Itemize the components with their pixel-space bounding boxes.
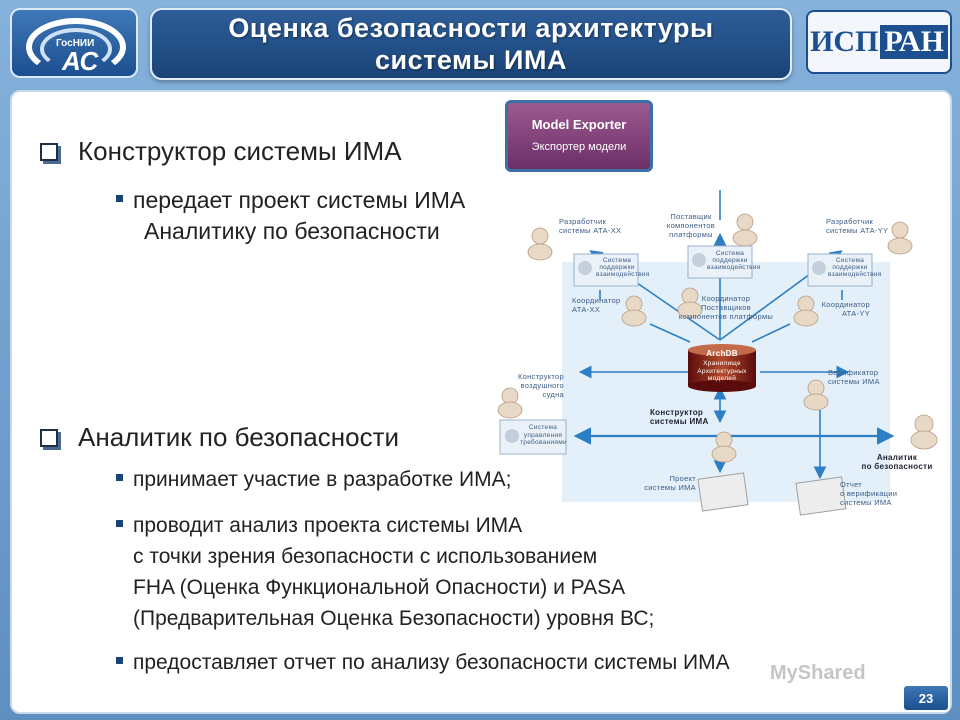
logo-ring (26, 18, 126, 76)
bullet-text: Аналитик по безопасности (78, 422, 400, 452)
square-bullet-icon (116, 195, 123, 203)
square-bullet-icon (116, 656, 123, 664)
sub-bullet-text: принимает участие в разработке ИМА; (133, 468, 512, 491)
sub-bullet-participates: принимает участие в разработке ИМА; (116, 464, 511, 495)
sub-bullet-analysis: проводит анализ проекта системы ИМА с то… (116, 510, 654, 634)
sub-bullet-line-2: Аналитику по безопасности (144, 218, 440, 244)
model-exporter-box: Model Exporter Экспортер модели (505, 100, 653, 172)
bullet-safety-analyst: Аналитик по безопасности (40, 422, 399, 453)
watermark: MyShared (770, 662, 866, 684)
logo-ring-inner (40, 28, 112, 70)
logo-right-text-b: РАН (880, 25, 948, 59)
sub-bullet-line-2: с точки зрения безопасности с использова… (133, 545, 598, 568)
model-exporter-subtitle: Экспортер модели (531, 141, 627, 153)
gosniias-logo: ГосНИИ АС (10, 8, 138, 78)
sub-bullet-transfer: передает проект системы ИМА Аналитику по… (116, 185, 465, 247)
sub-bullet-text: предоставляет отчет по анализу безопасно… (133, 651, 730, 674)
checkbox-bullet-icon (40, 428, 58, 447)
ispras-logo: ИСП РАН (806, 10, 952, 74)
square-bullet-icon (116, 519, 123, 527)
bullet-ima-designer: Конструктор системы ИМА (40, 136, 402, 167)
label-archdb-title: ArchDB (706, 349, 738, 358)
logo-left-small-text: ГосНИИ (56, 38, 95, 49)
square-bullet-icon (116, 473, 123, 481)
person-icons (497, 213, 938, 463)
model-exporter-title: Model Exporter (531, 117, 627, 132)
support-system-icons (499, 245, 873, 455)
sub-bullet-line-4: (Предварительная Оценка Безопасности) ур… (133, 607, 655, 630)
sub-bullet-line-1: передает проект системы ИМА (133, 187, 466, 213)
page-number: 23 (902, 684, 950, 712)
title-line-1: Оценка безопасности архитектуры (228, 13, 714, 43)
logo-left-big-text: АС (62, 46, 99, 76)
archdb-database-icon (688, 344, 756, 392)
slide-title: Оценка безопасности архитектуры системы … (150, 8, 792, 80)
bullet-text: Конструктор системы ИМА (78, 136, 402, 166)
title-line-2: системы ИМА (375, 45, 567, 75)
checkbox-bullet-icon (40, 142, 58, 161)
logo-right-text-a: ИСП (810, 25, 879, 58)
sub-bullet-line-1: проводит анализ проекта системы ИМА (133, 514, 523, 537)
document-icons (697, 472, 847, 516)
sub-bullet-report: предоставляет отчет по анализу безопасно… (116, 647, 730, 678)
sub-bullet-line-3: FHA (Оценка Функциональной Опасности) и … (133, 576, 626, 599)
